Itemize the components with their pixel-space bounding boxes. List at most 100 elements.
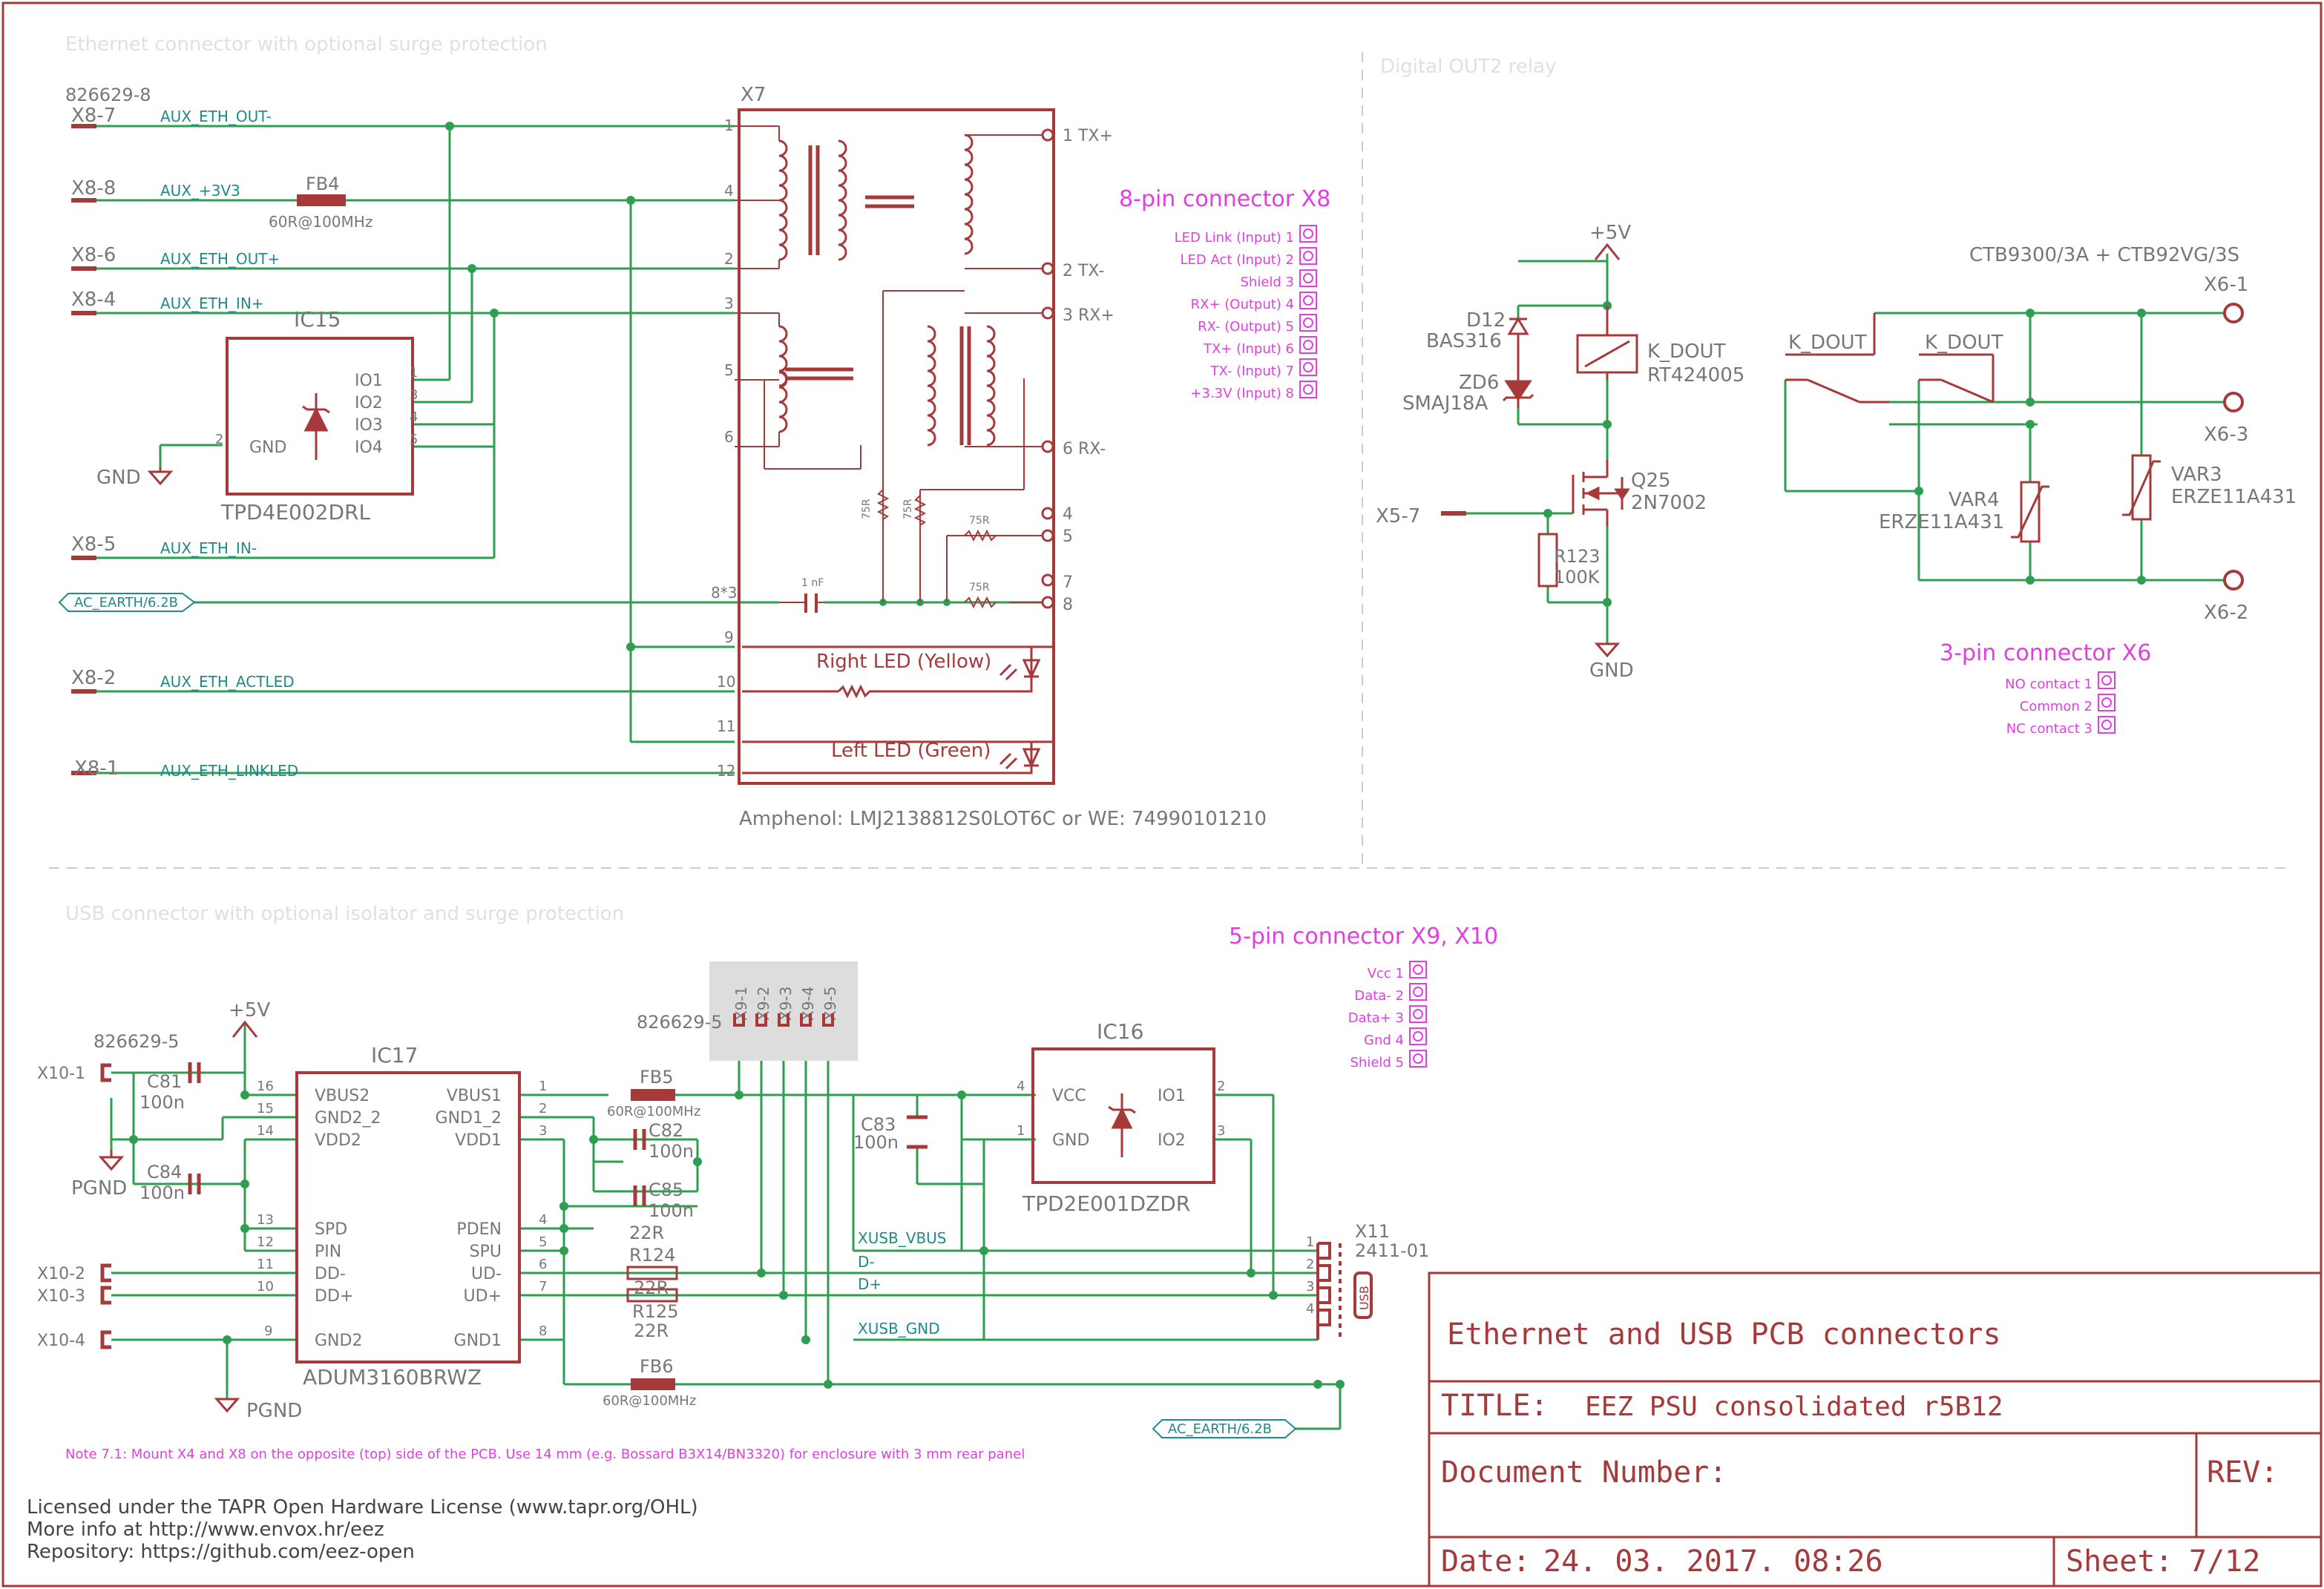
ic15-part: TPD4E002DRL xyxy=(220,500,371,524)
led-green-icon xyxy=(742,740,1054,774)
part-826629-5-b: 826629-5 xyxy=(637,1012,723,1033)
x8-legend-item-8: +3.3V (Input) 8 xyxy=(1190,386,1294,401)
x8-legend-pins xyxy=(1299,225,1317,398)
x8-legend-item-6: TX+ (Input) 6 xyxy=(1203,341,1294,357)
title-block-title-label: TITLE: xyxy=(1441,1389,1549,1423)
title-block-title: Ethernet and USB PCB connectors xyxy=(1447,1317,2001,1352)
r125-ref: R125 xyxy=(632,1301,678,1322)
ic15-io2: IO2 xyxy=(355,394,383,412)
d12-part: BAS316 xyxy=(1426,330,1502,352)
ic17-left-pin-spd: SPD xyxy=(315,1220,347,1239)
ic17-pin-4: 4 xyxy=(539,1212,547,1228)
ic17-right-pin-spu: SPU xyxy=(470,1243,502,1261)
ic17-right-pin-gnd1-2: GND1_2 xyxy=(436,1109,502,1128)
ic15-body xyxy=(226,337,414,496)
var3-ref: VAR3 xyxy=(2171,464,2222,486)
ic17-left-pin-gnd2: GND2 xyxy=(315,1332,362,1350)
section-usb-title: USB connector with optional isolator and… xyxy=(65,903,624,925)
k-dout-contact-1: K_DOUT xyxy=(1788,332,1867,354)
c83-ref: C83 xyxy=(861,1114,896,1135)
left-led-label: Left LED (Green) xyxy=(831,740,991,762)
label-x8-8: X8-8 xyxy=(71,177,116,200)
pgnd-2-icon xyxy=(214,1398,240,1413)
x7-out-4: 4 xyxy=(1063,505,1073,524)
x6-1-terminal xyxy=(2223,303,2244,323)
ic16-io1: IO1 xyxy=(1158,1087,1186,1105)
x5-7-label: X5-7 xyxy=(1376,505,1420,527)
x10-1-label: X10-1 xyxy=(37,1065,85,1083)
ic17-left-pin-gnd2-2: GND2_2 xyxy=(315,1109,381,1128)
x7-out-8: 8 xyxy=(1063,596,1073,614)
d12-ref: D12 xyxy=(1466,309,1506,332)
ic17-body xyxy=(295,1071,521,1363)
x7-out-1: 1 TX+ xyxy=(1063,127,1113,145)
ic16-pin-4: 4 xyxy=(1017,1079,1025,1094)
net-ac-earth-eth: AC_EARTH/6.2B xyxy=(74,595,178,611)
led-yellow-icon xyxy=(742,645,1054,699)
x6-3-label: X6-3 xyxy=(2204,424,2248,446)
net-aux-eth-in-p: AUX_ETH_IN+ xyxy=(160,295,264,312)
x7-pin-12: 12 xyxy=(717,762,735,780)
ic17-pin-11: 11 xyxy=(257,1257,274,1272)
ic16-pin-1: 1 xyxy=(1017,1123,1025,1139)
ic17-pin-16: 16 xyxy=(257,1079,274,1094)
ic17-right-pin-vbus1: VBUS1 xyxy=(447,1087,502,1105)
r125-symbol xyxy=(626,1288,678,1303)
x9-legend-title: 5-pin connector X9, X10 xyxy=(1229,924,1498,950)
title-block-sheet-label: Sheet: xyxy=(2066,1544,2173,1579)
c82-symbol xyxy=(633,1129,646,1150)
title-block-date-value: 24. 03. 2017. 08:26 xyxy=(1543,1544,1883,1579)
ic15-tvs-icon xyxy=(302,393,330,460)
x8-legend-title: 8-pin connector X8 xyxy=(1119,186,1330,212)
section-ethernet-title: Ethernet connector with optional surge p… xyxy=(65,33,548,56)
ic17-pin-10: 10 xyxy=(257,1279,274,1294)
x7-out-3: 3 RX+ xyxy=(1063,306,1115,325)
relay-contact-1-icon xyxy=(1785,313,1889,404)
x7-out-2: 2 TX- xyxy=(1063,262,1104,280)
c82-value: 100n xyxy=(649,1141,694,1162)
ic15-pin4: 4 xyxy=(410,409,418,425)
x7-pin-3: 3 xyxy=(724,295,734,312)
c84-ref: C84 xyxy=(147,1162,182,1182)
zd6-part: SMAJ18A xyxy=(1402,392,1488,415)
ic17-part: ADUM3160BRWZ xyxy=(303,1365,482,1389)
net-aux-3v3: AUX_+3V3 xyxy=(160,182,240,200)
r125-value: 22R xyxy=(634,1320,669,1341)
ic17-pin-9: 9 xyxy=(264,1323,272,1339)
x7-pin-6: 6 xyxy=(724,428,734,446)
x6-legend-title: 3-pin connector X6 xyxy=(1940,640,2151,666)
ic16-ref: IC16 xyxy=(1097,1019,1143,1044)
x7-pin-11: 11 xyxy=(717,717,735,735)
ic17-right-pin-ud-plus: UD+ xyxy=(464,1287,502,1306)
c83-symbol xyxy=(907,1115,928,1149)
ic17-pin-13: 13 xyxy=(257,1212,274,1228)
x8-legend-item-5: RX- (Output) 5 xyxy=(1198,319,1294,335)
r124-value: 22R xyxy=(634,1277,669,1298)
var4-varistor-icon xyxy=(2011,481,2049,543)
net-xusb-gnd: XUSB_GND xyxy=(858,1320,940,1338)
fb5-value: 60R@100MHz xyxy=(607,1104,700,1119)
ctb-part: CTB9300/3A + CTB92VG/3S xyxy=(1969,244,2239,266)
ic17-right-pin-ud-minus: UD- xyxy=(471,1265,502,1283)
relay-gnd-label: GND xyxy=(1589,659,1634,682)
ic17-pin-5: 5 xyxy=(539,1234,547,1250)
c85-value: 100n xyxy=(649,1200,694,1221)
c84-symbol xyxy=(188,1174,201,1194)
net-aux-eth-in-n: AUX_ETH_IN- xyxy=(160,539,257,557)
r75a-symbol xyxy=(876,489,890,520)
c85-symbol xyxy=(633,1185,646,1206)
usb-vcc-arrow-icon xyxy=(232,1020,258,1038)
x11-usb-connector xyxy=(1316,1242,1373,1340)
var4-part: ERZE11A431 xyxy=(1879,511,2004,533)
zd6-zener-icon xyxy=(1502,371,1534,408)
c85-ref: C85 xyxy=(649,1180,683,1200)
ic15-pin3: 3 xyxy=(410,387,418,403)
x7-pin-1: 1 xyxy=(724,116,734,134)
x7-out-5: 5 xyxy=(1063,527,1073,546)
net-aux-eth-out-n: AUX_ETH_OUT- xyxy=(160,108,272,125)
ic17-pin-1: 1 xyxy=(539,1079,547,1094)
x7-pin-9: 9 xyxy=(724,628,734,646)
x10-2-label: X10-2 xyxy=(37,1265,85,1283)
x8-legend-item-7: TX- (Input) 7 xyxy=(1210,363,1294,379)
